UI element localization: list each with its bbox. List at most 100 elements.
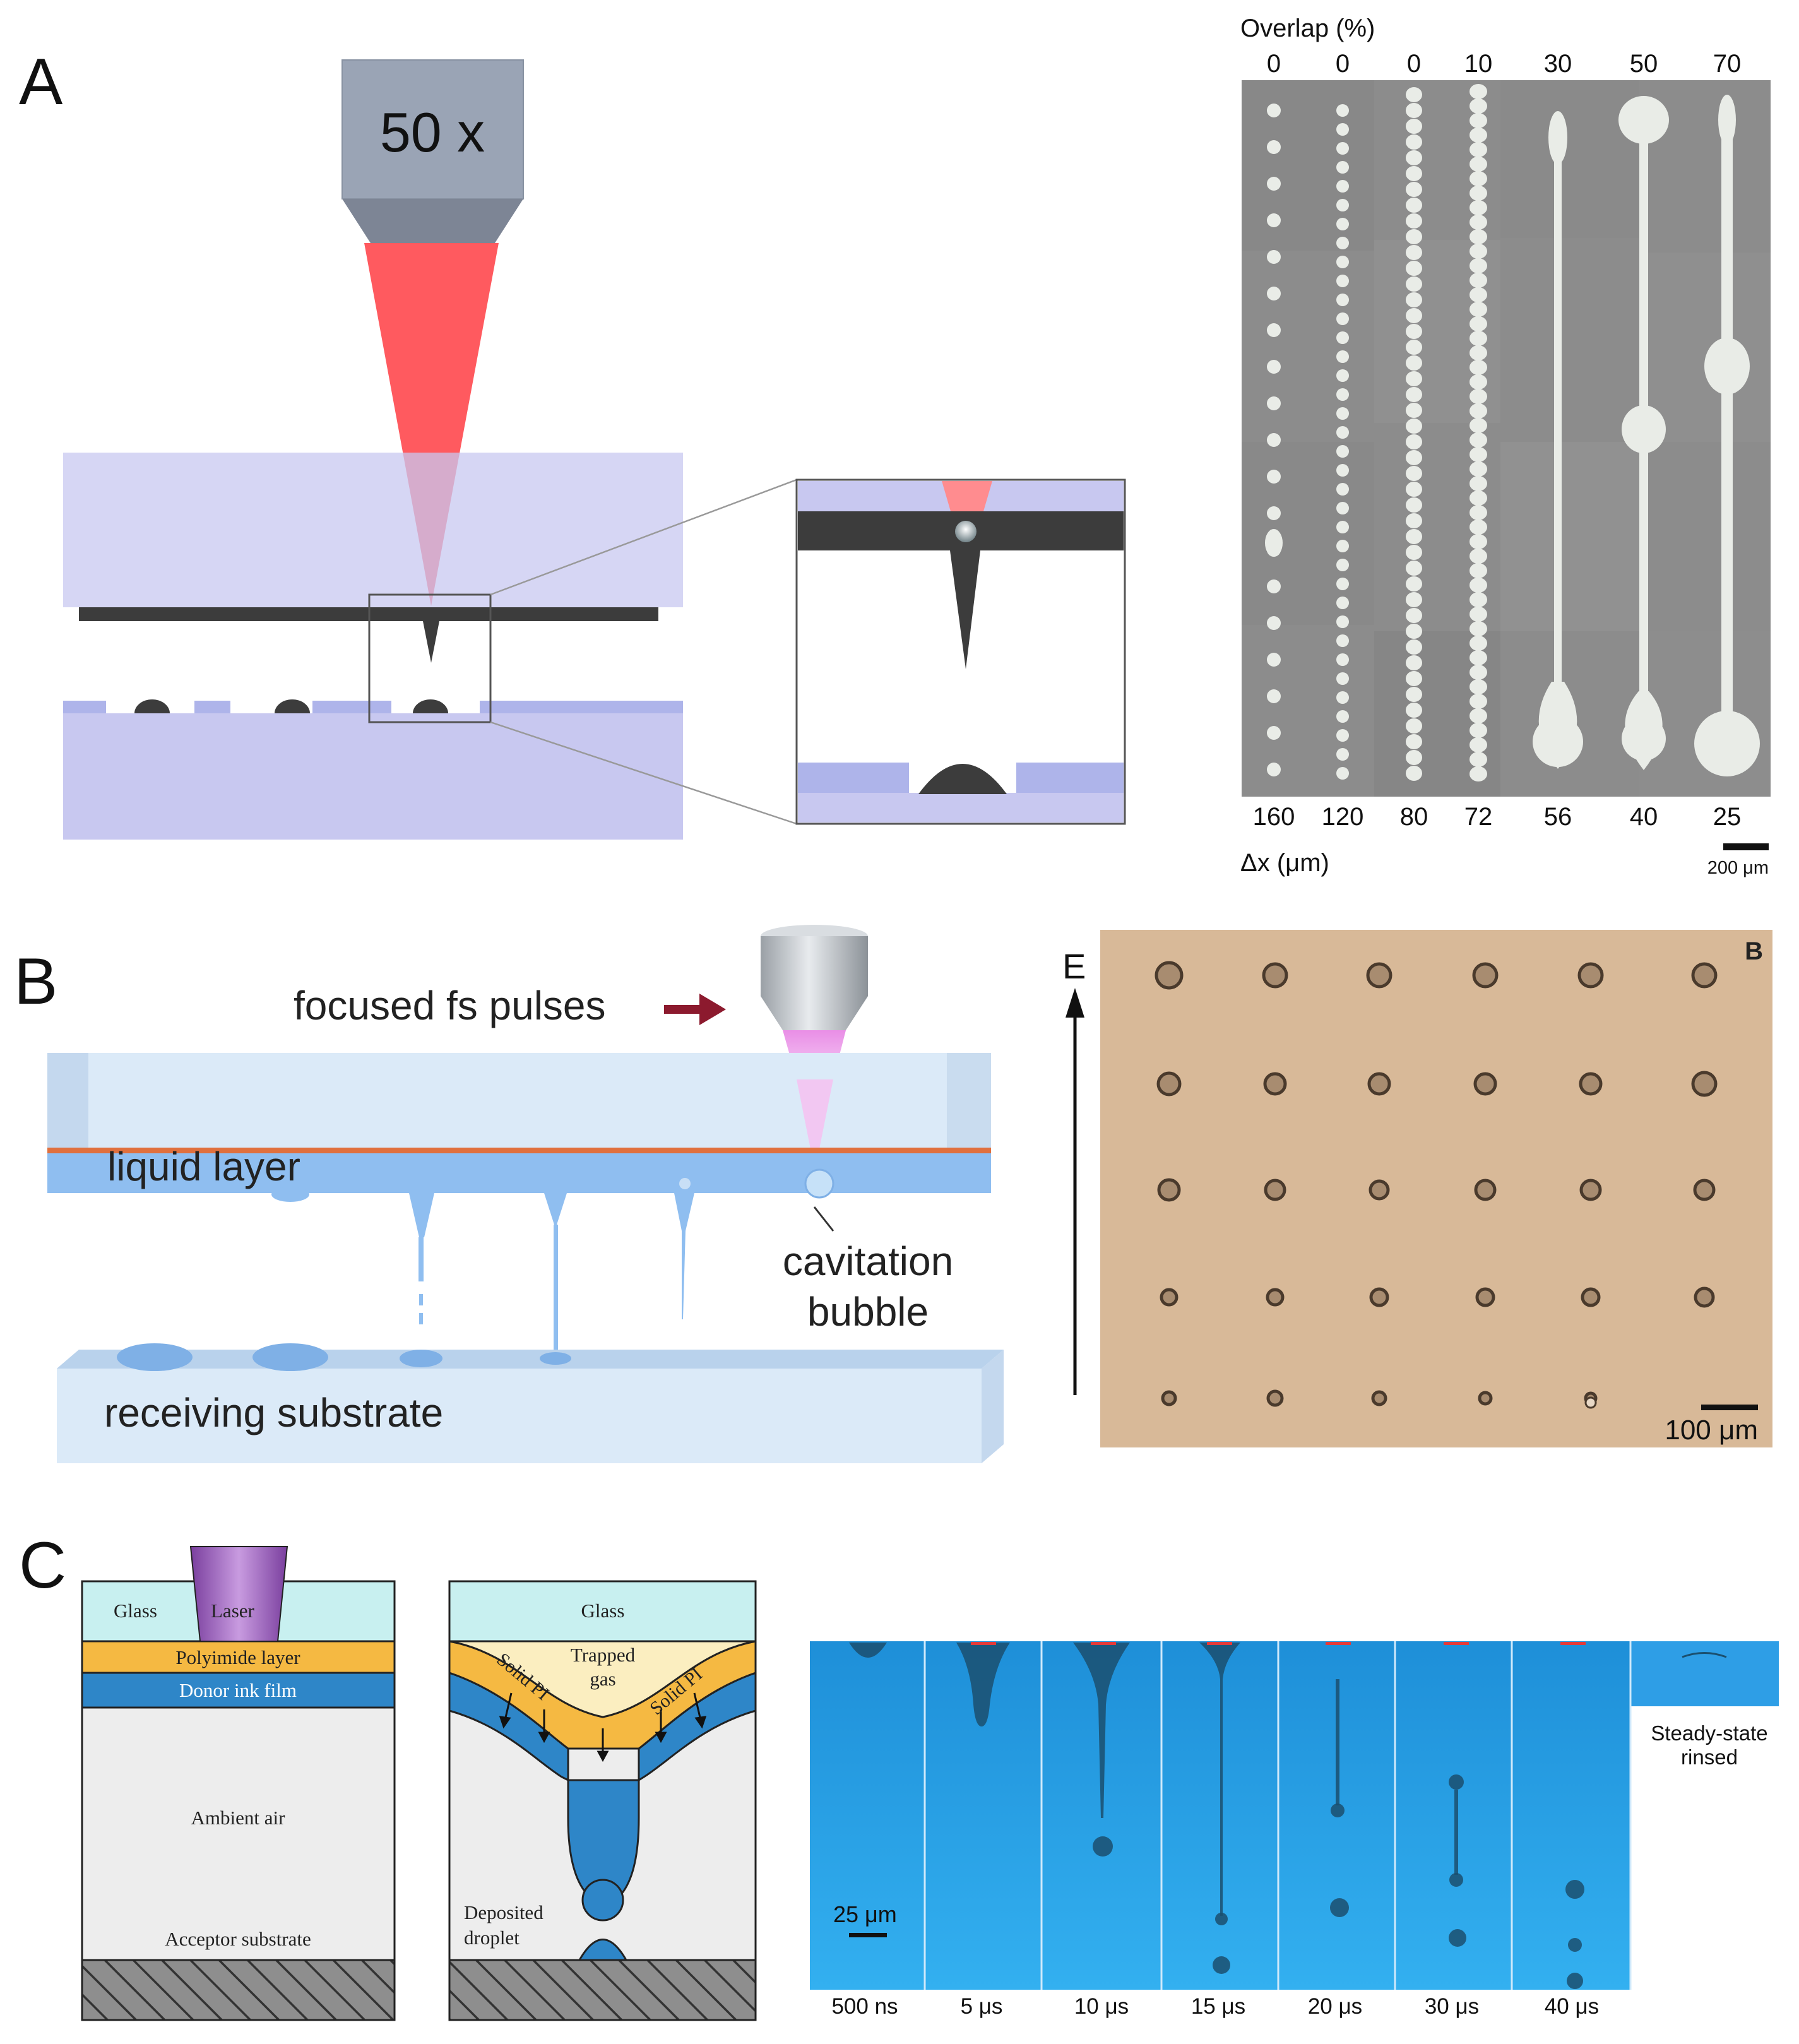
micro-droplet <box>1472 962 1499 989</box>
steady-label-1: Steady-state <box>1651 1721 1767 1745</box>
micro-droplet <box>1262 962 1288 989</box>
sem-dot <box>1406 639 1422 655</box>
sem-dot <box>1336 218 1349 230</box>
sem-dot <box>1406 434 1422 449</box>
sem-dot <box>1336 237 1349 249</box>
overlap-value: 0 <box>1407 50 1421 78</box>
sem-dot <box>1406 466 1422 481</box>
sem-dot <box>1469 98 1487 114</box>
time-label: 5 μs <box>961 1994 1003 2019</box>
dx-value: 72 <box>1464 803 1493 831</box>
seq-scale-label: 25 μm <box>833 1901 897 1927</box>
sem-dot <box>1406 671 1422 686</box>
sem-dot <box>1406 182 1422 197</box>
panel-label-c: C <box>19 1529 66 1602</box>
micro-droplet <box>1156 1071 1182 1096</box>
sem-dot <box>1406 576 1422 591</box>
micro-droplet <box>1473 1072 1497 1096</box>
sem-dot <box>1406 150 1422 165</box>
sem-dot <box>1406 750 1422 765</box>
micro-droplet <box>1581 1287 1601 1307</box>
micro-droplet <box>1579 1072 1603 1096</box>
sem-dot <box>1336 502 1349 514</box>
micrograph <box>1100 930 1772 1447</box>
sem-dot <box>1469 113 1487 128</box>
sem-dot <box>1336 369 1349 382</box>
sem-dot <box>1336 691 1349 704</box>
overlap-value: 30 <box>1544 50 1572 78</box>
sem-dot <box>1336 540 1349 552</box>
overlap-value: 70 <box>1713 50 1742 78</box>
sem-dot <box>1267 433 1281 447</box>
micro-droplet <box>1161 1390 1177 1406</box>
micro-scale-label: 100 μm <box>1665 1415 1758 1446</box>
sem-dot <box>1469 374 1487 389</box>
sem-dot <box>1406 655 1422 670</box>
substrate-label: receiving substrate <box>104 1390 443 1435</box>
sem-dot <box>1469 766 1487 781</box>
sem-dot <box>1469 244 1487 259</box>
sem-dot <box>1336 142 1349 155</box>
sem-dot <box>1469 752 1487 767</box>
sem-dot <box>1469 723 1487 738</box>
sem-dot <box>1267 177 1281 191</box>
sem-scale-label: 200 μm <box>1707 858 1769 878</box>
sem-dot <box>1336 483 1349 496</box>
micro-droplet <box>1579 1179 1602 1201</box>
sem-dot <box>1336 407 1349 420</box>
sem-dot <box>1469 229 1487 244</box>
sem-dot <box>1336 559 1349 571</box>
micro-scale-bar <box>1701 1405 1758 1410</box>
sem-dot <box>1267 140 1281 154</box>
sem-dot <box>1406 371 1422 386</box>
dx-value: 56 <box>1544 803 1572 831</box>
sem-dot <box>1267 763 1281 776</box>
absorbing-layer <box>47 1148 991 1153</box>
sem-dot <box>1469 592 1487 607</box>
sem-dot <box>1469 563 1487 578</box>
sem-dot <box>1406 261 1422 276</box>
laser-beam <box>364 243 499 606</box>
sem-dot <box>1336 180 1349 193</box>
sem-blob <box>1622 716 1666 761</box>
sem-dot <box>1336 464 1349 477</box>
energy-axis-label: E <box>1062 946 1086 986</box>
sem-dot <box>1336 275 1349 287</box>
blast-diagram-before: Glass Laser Polyimide layer Donor ink fi… <box>81 1546 396 2021</box>
sem-image <box>1242 80 1771 797</box>
deposited-dots <box>134 699 448 713</box>
sem-line <box>1554 145 1562 726</box>
sem-dot <box>1469 549 1487 564</box>
sem-dot <box>1406 198 1422 213</box>
jet-time-sequence: 25 μm <box>810 1641 1779 1990</box>
deposited-label-1: Deposited <box>464 1901 543 1923</box>
micro-droplet <box>1478 1391 1493 1406</box>
time-label: 500 ns <box>831 1994 898 2019</box>
sem-dot <box>1469 157 1487 172</box>
sem-dot <box>1469 578 1487 593</box>
sem-dot <box>1267 616 1281 630</box>
sem-dot <box>1469 258 1487 273</box>
overlap-value: 50 <box>1630 50 1658 78</box>
sem-dot <box>1406 403 1422 418</box>
sem-dot <box>1267 689 1281 703</box>
sem-dot <box>1267 323 1281 337</box>
micro-droplet <box>1369 1179 1390 1201</box>
sem-dot <box>1267 287 1281 300</box>
steady-label-2: rinsed <box>1681 1745 1738 1769</box>
time-label: 15 μs <box>1191 1994 1245 2019</box>
sem-dot <box>1469 186 1487 201</box>
sem-dot <box>1469 84 1487 99</box>
pulses-arrow <box>664 994 726 1025</box>
trapped-label-1: Trapped <box>571 1644 636 1666</box>
time-label: 30 μs <box>1425 1994 1479 2019</box>
sem-dot <box>1406 545 1422 560</box>
donor-label: Donor ink film <box>179 1679 297 1701</box>
sem-dot <box>1469 128 1487 143</box>
sem-dot <box>1406 497 1422 513</box>
sem-dot <box>1469 636 1487 651</box>
acceptor-label: Acceptor substrate <box>165 1928 311 1950</box>
bubble-label-2: bubble <box>807 1289 929 1334</box>
ambient-label: Ambient air <box>191 1807 286 1829</box>
